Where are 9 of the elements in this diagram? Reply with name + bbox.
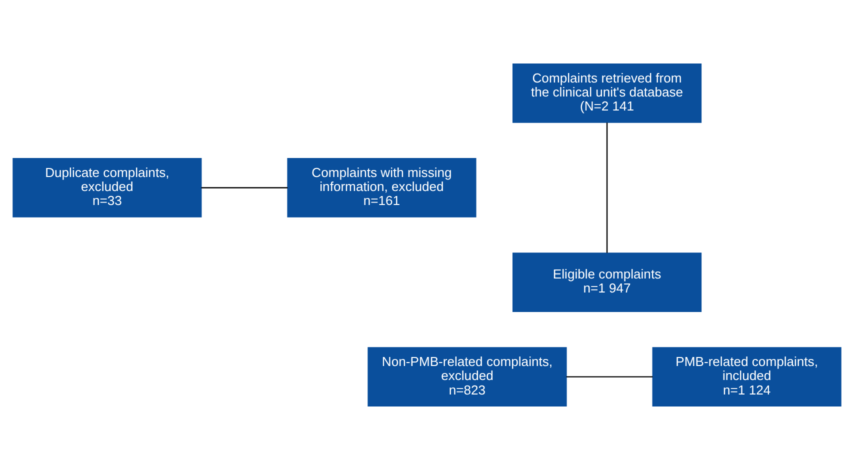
connector — [566, 376, 653, 378]
node-box: Complaints with missing information, excluded n=161 — [287, 158, 476, 218]
node-box: Eligible complaints n=1 947 — [512, 252, 702, 312]
node-box: Non-PMB-related complaints, excluded n=823 — [368, 347, 567, 406]
node-box: PMB-related complaints, included n=1 124 — [652, 347, 842, 406]
connector — [201, 187, 288, 188]
node-box: Duplicate complaints, excluded n=33 — [12, 158, 202, 218]
node-box: Complaints retrieved from the clinical unit's database (N=2 141 — [512, 64, 702, 123]
connector — [606, 122, 608, 253]
